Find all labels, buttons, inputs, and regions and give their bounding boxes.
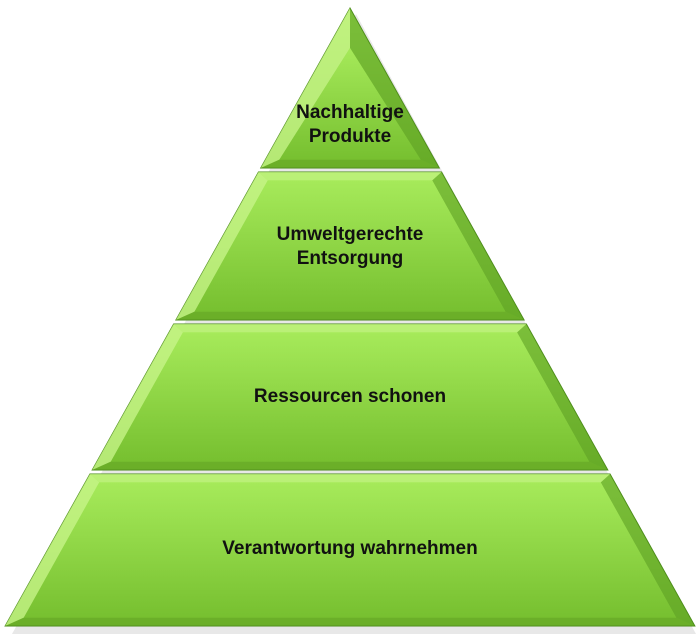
tier-label-umweltgerechte-entsorgung: Umweltgerechte Entsorgung	[0, 223, 700, 271]
tier-label-nachhaltige-produkte: Nachhaltige Produkte	[0, 101, 700, 149]
tier-bevel-right	[350, 8, 440, 168]
tier-bevel-top	[173, 324, 527, 333]
tier-nachhaltige-produkte	[259, 6, 441, 169]
tier-line: Produkte	[308, 126, 392, 147]
tier-bevel-top	[258, 172, 442, 181]
tier-bevel-right	[600, 474, 695, 626]
tier-line: Entsorgung	[296, 248, 404, 269]
tier-bevel-top	[89, 474, 611, 483]
tier-verantwortung-wahrnehmen	[4, 473, 696, 627]
tier-bevel-left	[5, 474, 100, 626]
tier-line: Ressourcen schonen	[253, 386, 447, 407]
tier-face	[194, 180, 506, 312]
tier-bevel-right	[432, 172, 525, 320]
tier-label-ressourcen-schonen: Ressourcen schonen	[0, 385, 700, 409]
tier-line: Nachhaltige	[296, 102, 404, 123]
tier-face	[110, 332, 590, 462]
tier-face	[279, 48, 421, 160]
tier-bevel-bottom	[260, 159, 440, 168]
tier-bevel-bottom	[92, 461, 608, 470]
tier-ressourcen-schonen	[91, 323, 609, 471]
tier-umweltgerechte-entsorgung	[175, 171, 525, 321]
tier-bevel-right	[517, 324, 608, 470]
tier-bevel-bottom	[5, 617, 695, 626]
tier-line: Umweltgerechte	[276, 224, 424, 245]
tier-face	[23, 482, 677, 618]
tier-bevel-left	[92, 324, 183, 470]
tier-bevel-left	[260, 8, 350, 168]
tier-label-verantwortung-wahrnehmen: Verantwortung wahrnehmen	[0, 537, 700, 561]
tier-bevel-left	[175, 172, 268, 320]
tier-line: Verantwortung wahrnehmen	[222, 538, 478, 559]
tier-bevel-bottom	[175, 311, 525, 320]
